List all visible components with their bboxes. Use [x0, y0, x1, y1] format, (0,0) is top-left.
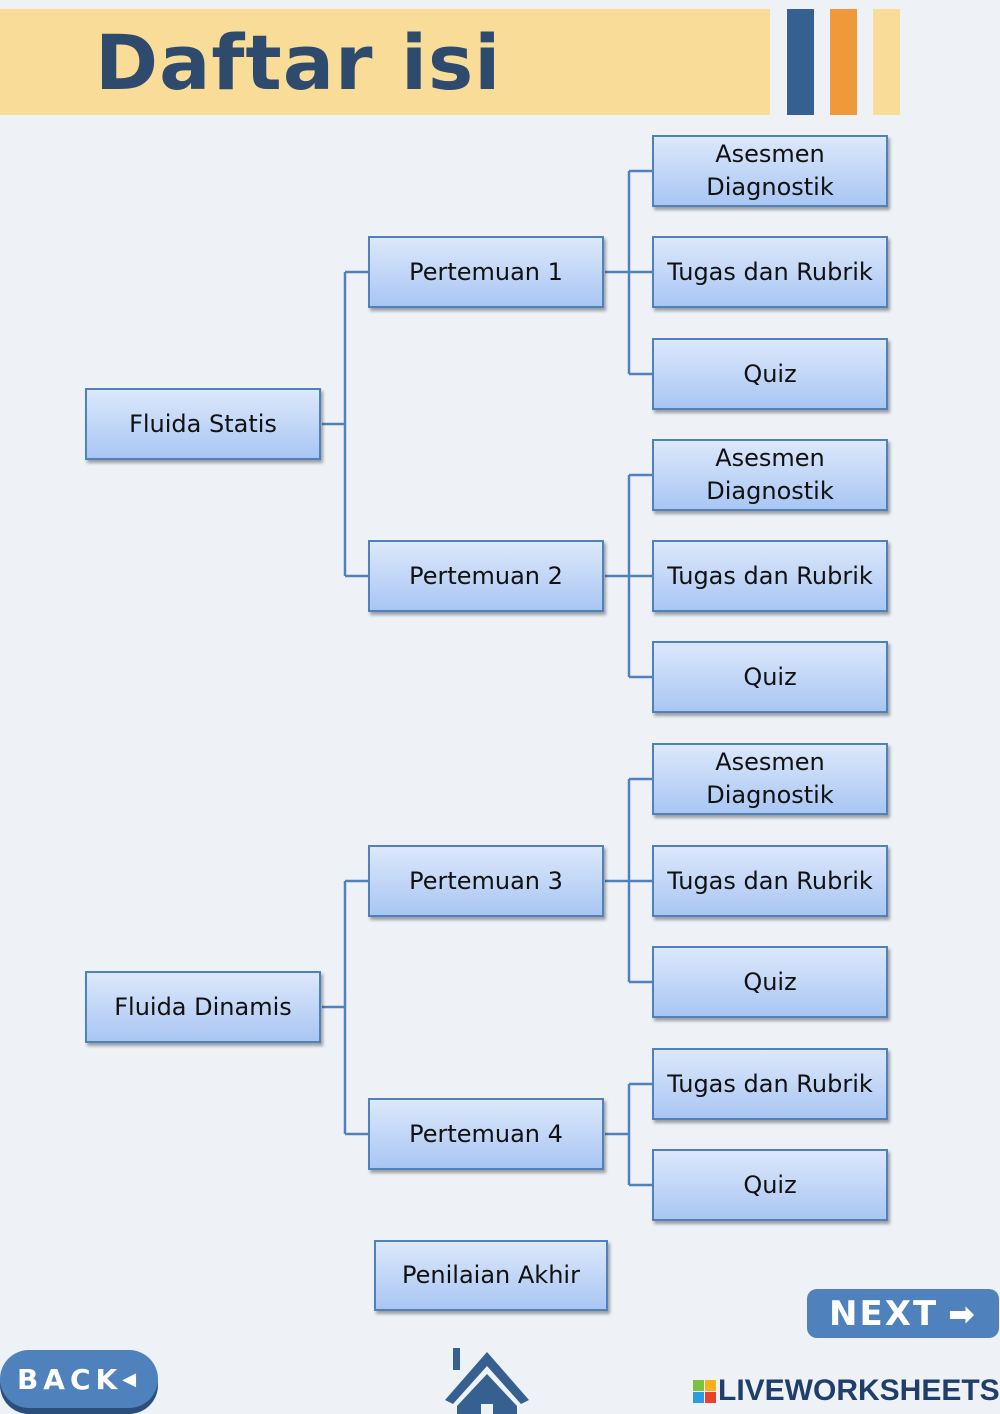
header-banner [0, 9, 770, 115]
decor-bar-yellow [873, 9, 900, 115]
node-p1-asesmen[interactable]: Asesmen Diagnostik [652, 135, 888, 207]
back-label: BACK [16, 1362, 123, 1396]
node-p4-tugas[interactable]: Tugas dan Rubrik [652, 1048, 888, 1120]
node-p2-asesmen[interactable]: Asesmen Diagnostik [652, 439, 888, 511]
node-p3-quiz[interactable]: Quiz [652, 946, 888, 1018]
node-p2-quiz[interactable]: Quiz [652, 641, 888, 713]
home-icon[interactable] [445, 1348, 529, 1414]
node-penilaian-akhir[interactable]: Penilaian Akhir [374, 1240, 608, 1311]
next-label: NEXT [829, 1293, 939, 1334]
next-button[interactable]: NEXT ➡ [807, 1289, 999, 1338]
node-pertemuan-4[interactable]: Pertemuan 4 [368, 1098, 604, 1170]
node-p3-tugas[interactable]: Tugas dan Rubrik [652, 845, 888, 917]
brand-text: LIVEWORKSHEETS [718, 1374, 1000, 1407]
node-p1-tugas[interactable]: Tugas dan Rubrik [652, 236, 888, 308]
arrow-right-icon: ➡ [948, 1294, 977, 1333]
node-fluida-statis[interactable]: Fluida Statis [85, 388, 321, 460]
liveworksheets-logo: LIVEWORKSHEETS [693, 1374, 1000, 1408]
node-p1-quiz[interactable]: Quiz [652, 338, 888, 410]
node-p3-asesmen[interactable]: Asesmen Diagnostik [652, 743, 888, 815]
decor-bar-orange [830, 9, 857, 115]
back-button[interactable]: BACK ◀ [0, 1350, 158, 1408]
node-pertemuan-1[interactable]: Pertemuan 1 [368, 236, 604, 308]
node-pertemuan-2[interactable]: Pertemuan 2 [368, 540, 604, 612]
caret-left-icon: ◀ [122, 1368, 142, 1390]
node-p4-quiz[interactable]: Quiz [652, 1149, 888, 1221]
page-title: Daftar isi [95, 18, 502, 107]
node-p2-tugas[interactable]: Tugas dan Rubrik [652, 540, 888, 612]
live-badge-icon [693, 1379, 716, 1403]
decor-bar-blue [787, 9, 814, 115]
node-pertemuan-3[interactable]: Pertemuan 3 [368, 845, 604, 917]
node-fluida-dinamis[interactable]: Fluida Dinamis [85, 971, 321, 1043]
